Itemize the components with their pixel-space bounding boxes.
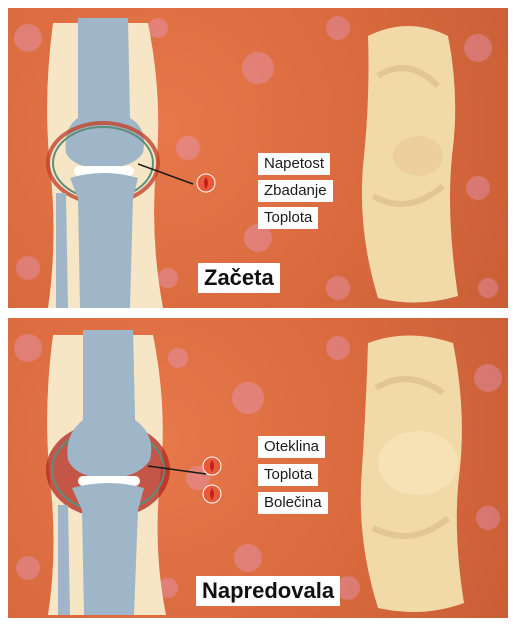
symptom-label: Toplota	[258, 207, 318, 229]
symptom-label: Zbadanje	[258, 180, 333, 202]
stage-panel-advanced: Oteklina Toplota Bolečina Napredovala	[8, 318, 508, 618]
knee-skin-illustration-advanced	[348, 328, 473, 613]
knee-skin-illustration-early	[348, 16, 468, 306]
blood-drop-icon	[202, 456, 222, 476]
symptom-label: Toplota	[258, 464, 318, 486]
stage-title: Začeta	[198, 263, 280, 293]
stage-panel-early: Napetost Zbadanje Toplota Začeta	[8, 8, 508, 308]
blood-drop-icon	[202, 484, 222, 504]
symptom-label: Bolečina	[258, 492, 328, 514]
symptom-label: Napetost	[258, 153, 330, 175]
stage-title: Napredovala	[196, 576, 340, 606]
blood-drop-icon	[196, 173, 216, 193]
symptom-label: Oteklina	[258, 436, 325, 458]
